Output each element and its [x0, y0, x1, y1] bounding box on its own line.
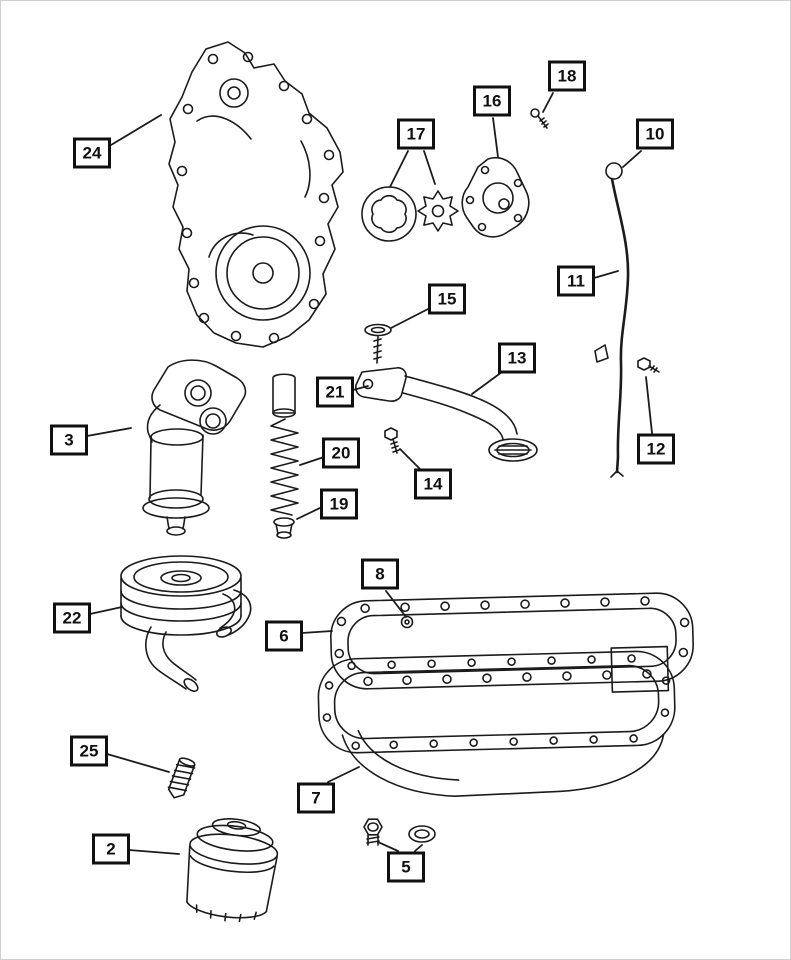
leader-line-filter-stud: [106, 753, 170, 773]
leader-line-drain-plug: [414, 844, 423, 852]
oil-pan-gasket-drawing: [330, 592, 694, 690]
callout-oil-pan[interactable]: 7: [297, 782, 335, 814]
leader-line-relief-valve: [296, 506, 323, 520]
callout-oil-filter[interactable]: 2: [92, 833, 130, 865]
leader-line-relief-spring: [299, 456, 325, 466]
callout-pickup-bolt[interactable]: 14: [414, 468, 452, 500]
leader-line-oil-filter-adapter: [86, 427, 132, 437]
oil-filter-adapter-drawing: [142, 359, 247, 536]
leader-line-o-ring-washer: [390, 307, 431, 329]
callout-o-ring-washer[interactable]: 15: [428, 283, 466, 315]
callout-pickup-flange[interactable]: 21: [316, 376, 354, 408]
callout-filter-stud[interactable]: 25: [70, 735, 108, 767]
leader-line-pickup-bolt: [399, 448, 421, 470]
relief-valve-drawing: [272, 373, 296, 539]
leader-line-oil-cooler: [89, 606, 123, 615]
relief-spring-drawing: [270, 418, 299, 516]
leader-line-gasket-bolt: [385, 590, 407, 618]
leader-line-oil-pan: [327, 766, 360, 783]
drain-plug-drawing: [363, 818, 436, 846]
callout-tube-bolt[interactable]: 12: [637, 433, 675, 465]
leader-line-dipstick: [622, 150, 642, 168]
oil-cooler-drawing: [120, 555, 252, 692]
callout-oil-pump-rotors[interactable]: 17: [397, 118, 435, 150]
callout-pickup-tube[interactable]: 13: [498, 342, 536, 374]
leader-line-oil-pump-cover: [492, 117, 499, 158]
leader-line-pump-screw: [542, 92, 554, 113]
leader-line-oil-pump-rotors: [389, 150, 409, 188]
tube-bolt-drawing: [637, 357, 660, 373]
callout-oil-pan-gasket[interactable]: 6: [265, 620, 303, 652]
leader-line-drain-plug: [377, 841, 399, 852]
leader-line-timing-chain-cover: [110, 114, 162, 146]
callout-drain-plug[interactable]: 5: [387, 851, 425, 883]
pickup-bolt-drawing: [384, 427, 400, 454]
callout-gasket-bolt[interactable]: 8: [361, 558, 399, 590]
pickup-tube-drawing: [355, 367, 538, 462]
callout-oil-filter-adapter[interactable]: 3: [50, 424, 88, 456]
gasket-bolt-drawing: [400, 615, 414, 629]
callout-relief-valve[interactable]: 19: [320, 488, 358, 520]
dipstick-drawing: [594, 162, 630, 478]
leader-line-pickup-tube: [471, 371, 503, 395]
o-ring-washer-drawing: [364, 323, 392, 364]
oil-filter-drawing: [186, 818, 279, 923]
callout-pump-screw[interactable]: 18: [548, 60, 586, 92]
callout-dipstick-tube[interactable]: 11: [557, 265, 595, 297]
leader-line-tube-bolt: [645, 376, 653, 434]
leader-line-oil-pan-gasket: [301, 630, 333, 634]
pump-screw-drawing: [530, 108, 549, 129]
timing-chain-cover-drawing: [168, 41, 344, 348]
oil-pan-drawing: [317, 645, 676, 797]
leader-line-dipstick-tube: [593, 270, 619, 279]
leader-line-oil-filter: [128, 849, 180, 855]
callout-oil-cooler[interactable]: 22: [53, 602, 91, 634]
leader-lines: [86, 92, 653, 855]
leader-line-oil-pump-rotors: [423, 150, 436, 185]
filter-stud-drawing: [167, 757, 196, 799]
leader-line-pickup-flange: [352, 385, 369, 391]
callout-relief-spring[interactable]: 20: [322, 437, 360, 469]
callout-oil-pump-cover[interactable]: 16: [473, 85, 511, 117]
callout-timing-chain-cover[interactable]: 24: [73, 137, 111, 169]
oil-pump-cover-drawing: [461, 156, 530, 238]
oil-pump-rotors-drawing: [361, 186, 459, 242]
callout-dipstick[interactable]: 10: [636, 118, 674, 150]
